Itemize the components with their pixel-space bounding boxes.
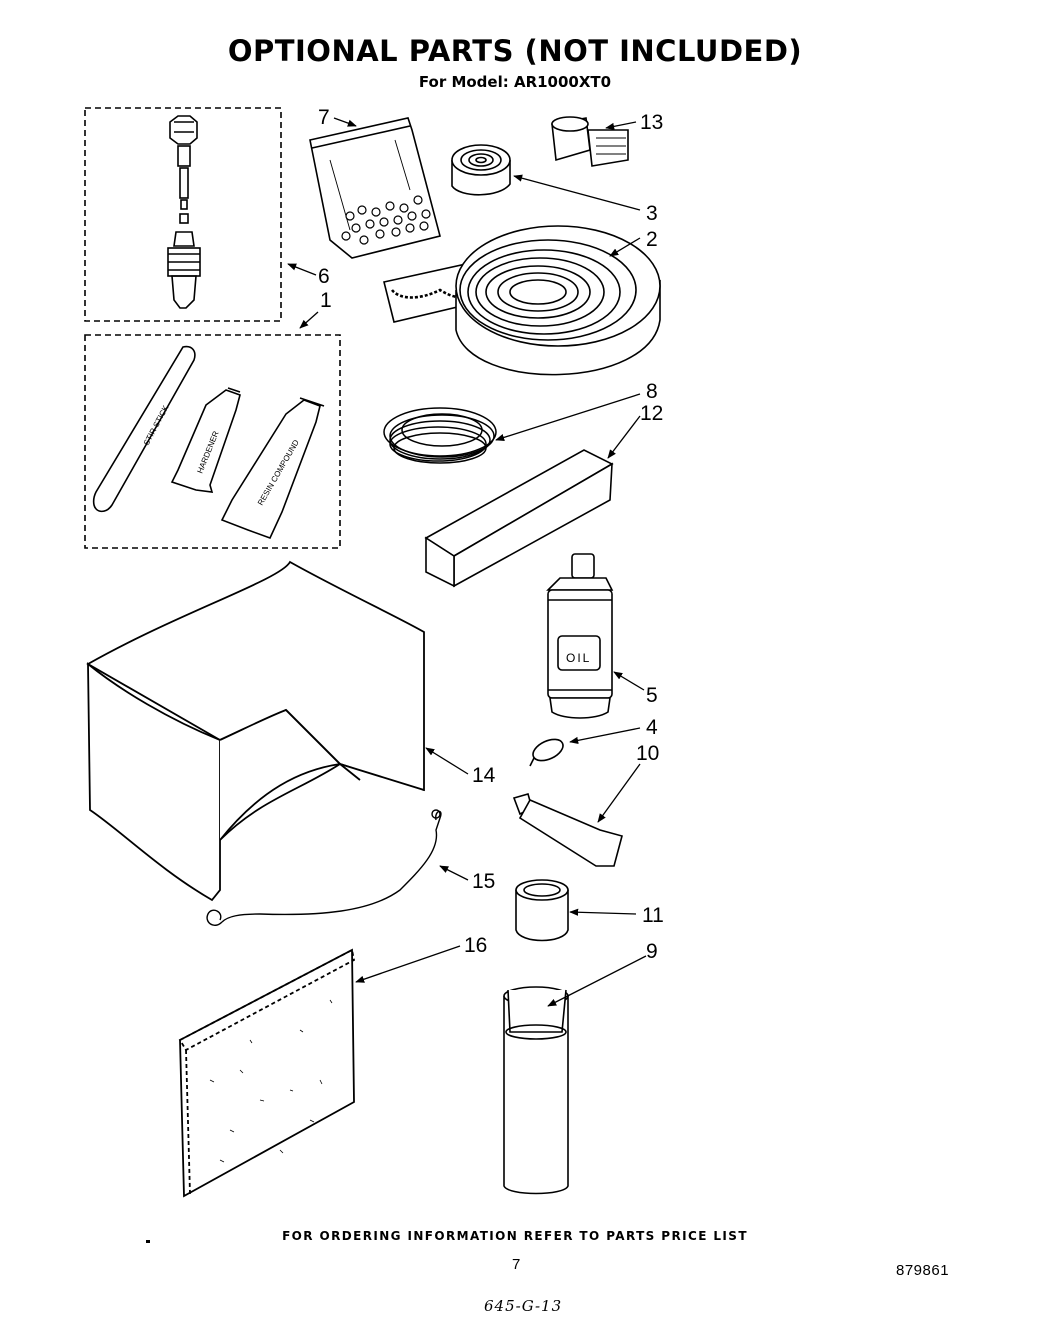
part-12-foam-block <box>424 449 614 588</box>
part-3-foam-strip <box>451 144 511 196</box>
page-number: 7 <box>512 1256 521 1273</box>
callout-5: 5 <box>646 684 658 707</box>
part-11-can <box>515 879 569 942</box>
callout-14: 14 <box>472 764 496 787</box>
resin-compound-tube <box>220 399 321 540</box>
part-15-cord <box>206 809 442 926</box>
leader-10 <box>597 763 641 823</box>
callout-4: 4 <box>646 716 658 739</box>
part-4-capsule <box>529 738 564 767</box>
leader-5 <box>613 671 645 691</box>
model-subtitle: For Model: AR1000XT0 <box>418 73 612 91</box>
document-number: 879861 <box>896 1262 950 1279</box>
callout-10: 10 <box>636 742 659 765</box>
leader-4 <box>569 727 641 744</box>
callout-7: 7 <box>318 106 330 129</box>
ordering-note: FOR ORDERING INFORMATION REFER TO PARTS … <box>282 1229 748 1243</box>
leader-2 <box>609 237 641 257</box>
leader-lines <box>287 117 647 1007</box>
leader-11 <box>569 908 637 916</box>
leader-15 <box>439 865 469 881</box>
callout-3: 3 <box>646 202 658 225</box>
callout-16: 16 <box>464 934 487 957</box>
callout-11: 11 <box>642 904 664 927</box>
part-6-valve-kit <box>84 107 282 322</box>
part-14-cover <box>86 560 425 902</box>
callout-6: 6 <box>318 265 330 288</box>
hardener-tube <box>170 389 241 493</box>
callout-9: 9 <box>646 940 658 963</box>
callout-1: 1 <box>320 289 332 312</box>
leader-14 <box>425 747 469 775</box>
leader-8 <box>495 393 641 441</box>
leader-9 <box>547 955 647 1007</box>
handwritten-note: 645-G-13 <box>484 1297 563 1315</box>
callout-13: 13 <box>640 111 663 134</box>
part-8-coiled-wire <box>383 407 497 464</box>
part-5-oil-bottle <box>546 553 614 719</box>
leader-13 <box>605 121 637 130</box>
leader-16 <box>355 945 461 983</box>
part-13-tape-roll <box>551 116 629 167</box>
part-9-spray-can <box>503 986 569 1195</box>
page-title: OPTIONAL PARTS (NOT INCLUDED) <box>227 34 803 68</box>
callout-2: 2 <box>646 228 658 251</box>
part-16-filter-panel <box>178 948 356 1198</box>
stray-mark <box>146 1240 150 1243</box>
leader-3 <box>513 174 641 211</box>
callout-15: 15 <box>472 870 495 893</box>
leader-6 <box>287 263 317 276</box>
part-7-fastener-bag <box>309 117 441 259</box>
leader-12 <box>607 415 641 459</box>
part-10-grease-tube <box>512 793 623 867</box>
stir-stick <box>92 345 196 513</box>
callout-12: 12 <box>640 402 663 425</box>
part-1-dashed-frame <box>84 334 341 549</box>
callout-8: 8 <box>646 380 658 403</box>
oil-label: OIL <box>566 651 591 665</box>
part-2-seal-tape-roll <box>383 225 661 376</box>
leader-7 <box>333 117 357 127</box>
leader-1 <box>299 311 319 329</box>
part-6-dashed-frame <box>84 107 282 322</box>
part-1-epoxy-kit <box>84 334 341 549</box>
